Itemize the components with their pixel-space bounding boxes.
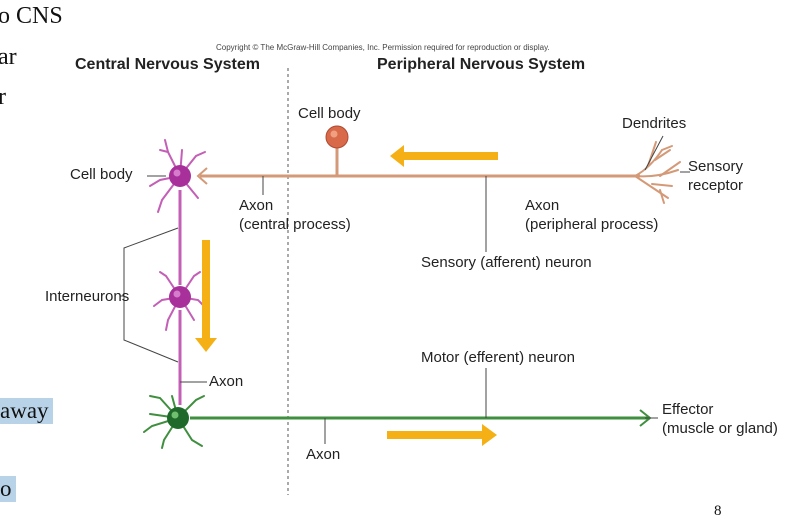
slide-highlight-fragment-1: away [0,398,53,424]
direction-arrows [195,145,498,446]
label-axon-central-line2: (central process) [239,216,351,233]
leader-lines [147,135,690,444]
page-number: 8 [714,503,722,519]
slide-text-fragment-3: r [0,84,6,110]
label-cell-body-sensory: Cell body [298,105,361,122]
label-sensory-receptor-line1: Sensory [688,158,744,175]
label-axon-peripheral-line2: (peripheral process) [525,216,659,233]
label-effector-line2: (muscle or gland) [662,420,778,437]
label-axon-motor: Axon [306,446,341,463]
label-interneurons: Interneurons [45,288,130,305]
label-axon-central-line1: Axon [239,197,274,214]
label-sensory-receptor-line2: receptor [688,177,744,194]
label-axon-peripheral-line1: Axon [525,197,560,214]
sensory-dendrites [634,141,681,204]
sensory-neuron [196,125,681,204]
slide-text-fragment-2: ar [0,44,17,70]
label-cell-body-interneuron: Cell body [70,166,133,183]
interneuron-pathway [120,139,206,405]
cns-header: Central Nervous System [75,56,260,73]
interneuron-cell-body-top [169,165,191,187]
interneuron-direction-arrow [195,240,217,352]
motor-neuron [143,395,652,449]
sensory-cell-body [325,125,349,149]
label-axon-interneuron: Axon [209,373,244,390]
motor-cell-body [167,407,189,429]
label-sensory-neuron: Sensory (afferent) neuron [421,254,592,271]
sensory-axon-terminal [196,167,208,185]
label-dendrites: Dendrites [622,115,687,132]
motor-direction-arrow [387,424,497,446]
slide-text-fragment-1: o CNS [0,3,63,29]
interneurons-bracket [123,227,179,363]
slide-highlight-fragment-2: o [0,476,16,502]
label-effector-line1: Effector [662,401,714,418]
pns-header: Peripheral Nervous System [377,56,586,73]
sensory-direction-arrow [390,145,498,167]
interneuron-cell-body-middle [169,286,191,308]
copyright-notice: Copyright © The McGraw-Hill Companies, I… [216,43,550,52]
label-motor-neuron: Motor (efferent) neuron [421,349,575,366]
